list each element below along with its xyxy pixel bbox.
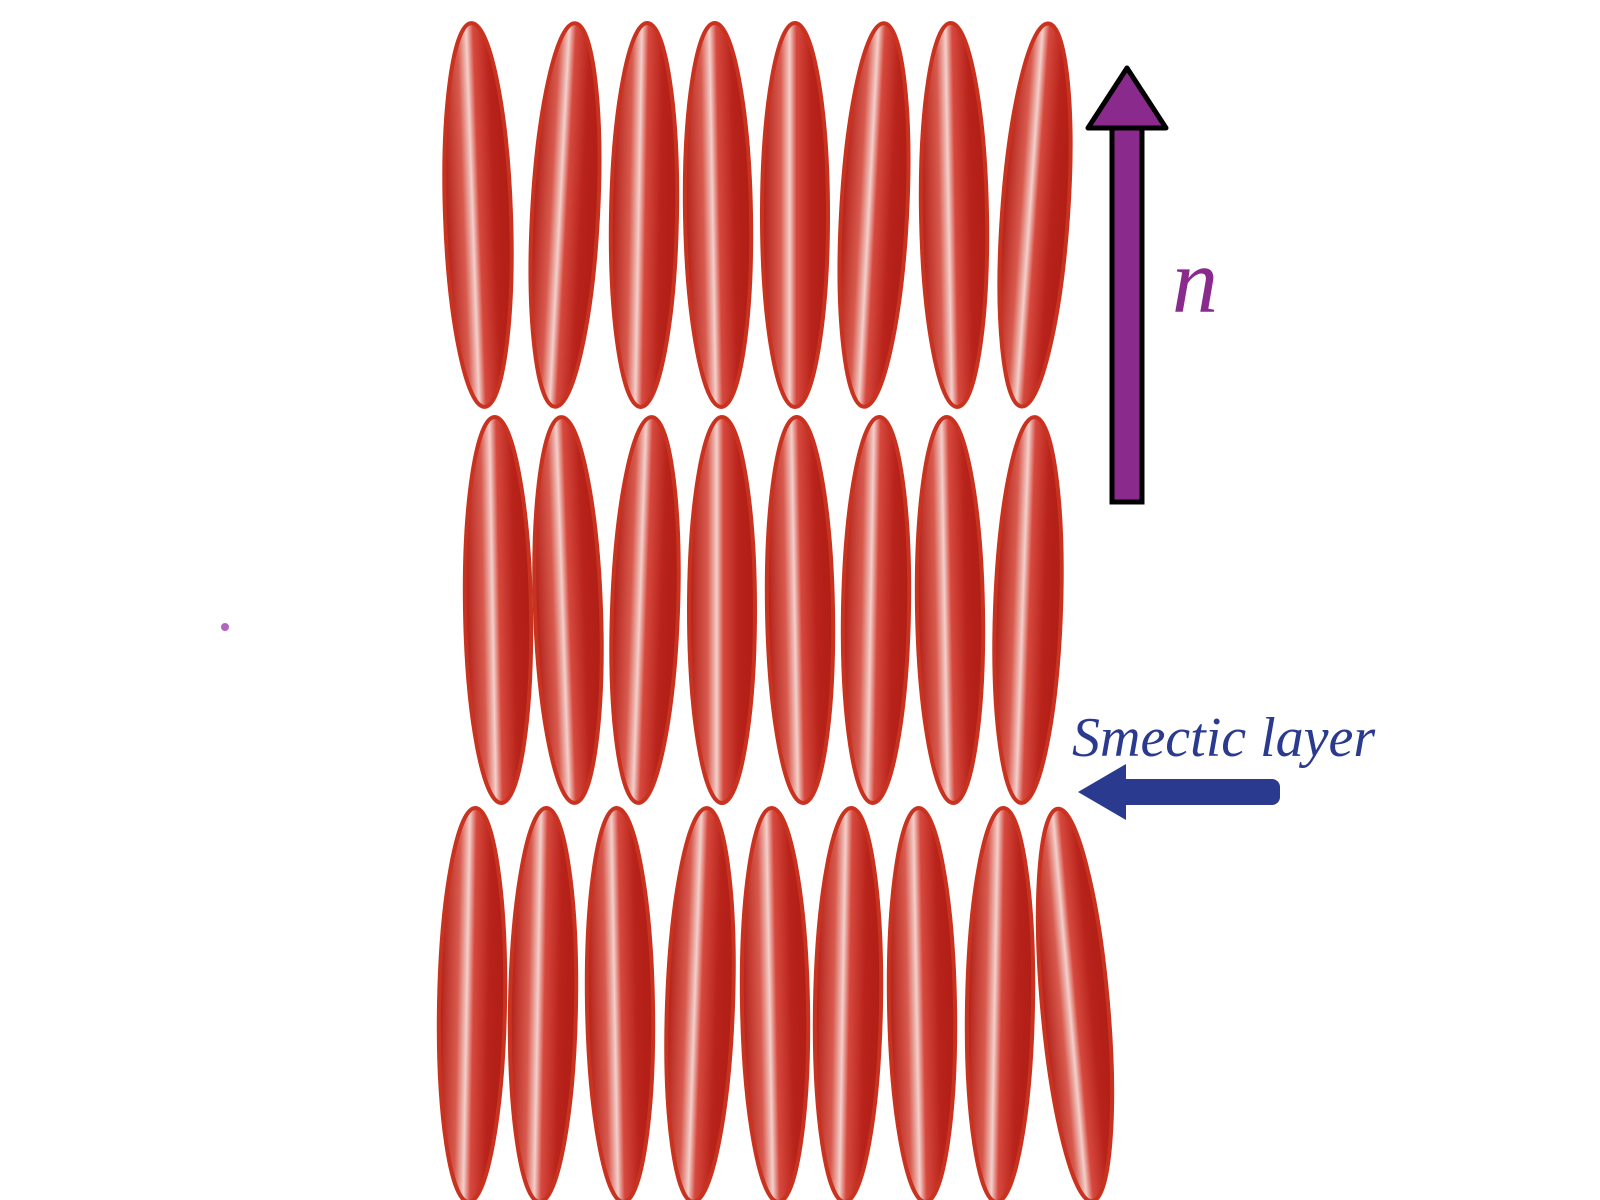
molecule (442, 21, 514, 409)
molecule (840, 415, 912, 805)
molecule (886, 806, 958, 1200)
molecule (608, 21, 680, 409)
left-arrow-icon (1078, 764, 1280, 820)
up-arrow-icon (1085, 65, 1169, 505)
molecule (992, 415, 1064, 805)
molecule (609, 415, 681, 805)
molecule (532, 415, 604, 805)
molecule (1035, 806, 1115, 1200)
molecule (687, 415, 757, 805)
molecule (964, 806, 1036, 1200)
molecule (997, 21, 1073, 409)
molecule (837, 21, 911, 409)
middle-layer (462, 415, 1064, 805)
molecule (760, 21, 830, 409)
molecule (739, 806, 811, 1200)
molecule (914, 415, 986, 805)
director-label: n (1172, 230, 1218, 332)
bottom-layer (436, 806, 1115, 1200)
smectic-layer-label: Smectic layer (1072, 707, 1375, 769)
molecule (682, 21, 754, 409)
molecule (584, 806, 656, 1200)
molecule (812, 806, 884, 1200)
molecule (436, 806, 508, 1200)
molecule (507, 806, 579, 1200)
molecule (462, 415, 534, 805)
stray-dot (221, 623, 229, 631)
molecule (918, 21, 990, 409)
molecule (528, 21, 602, 409)
top-layer (442, 21, 1073, 409)
molecules-group (436, 21, 1115, 1200)
molecule (664, 806, 736, 1200)
molecule (764, 415, 836, 805)
